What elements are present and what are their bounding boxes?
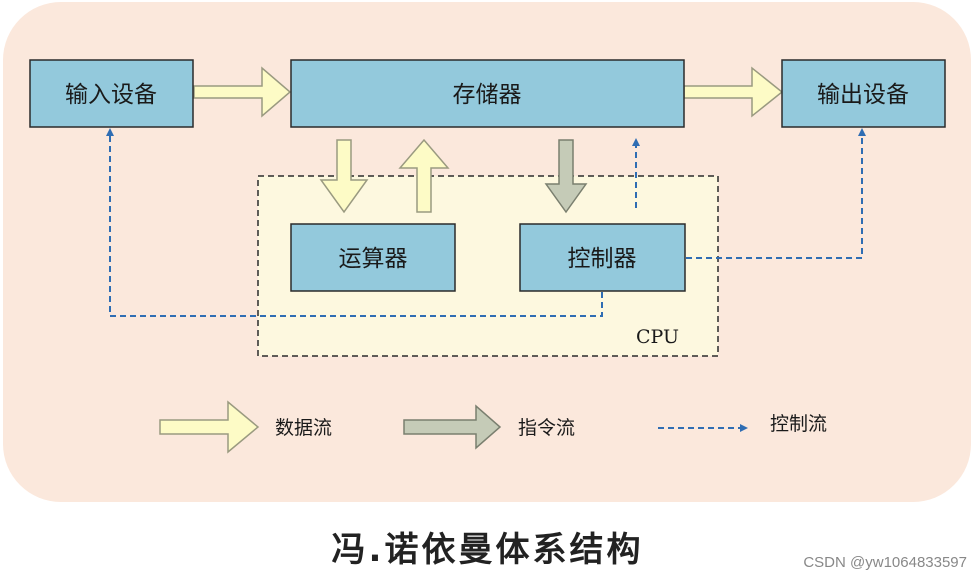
watermark: CSDN @yw1064833597 <box>803 554 967 571</box>
input-device-label: 输入设备 <box>65 82 157 108</box>
data-arrow-alu-to-memory <box>398 138 450 213</box>
memory-box: 存储器 <box>290 59 685 128</box>
instruction-arrow-memory-to-controller <box>544 139 588 214</box>
legend-data-arrow <box>159 400 260 454</box>
legend-instruction-arrow <box>403 404 502 450</box>
diagram-caption: 冯.诺依曼体系结构 <box>331 530 644 570</box>
output-device-label: 输出设备 <box>817 82 909 108</box>
data-arrow-memory-to-alu <box>319 139 369 214</box>
legend-control-label: 控制流 <box>770 413 827 435</box>
controller-box: 控制器 <box>519 223 686 292</box>
input-device-box: 输入设备 <box>29 59 194 128</box>
memory-label: 存储器 <box>453 82 522 108</box>
control-line-controller-to-output <box>686 128 866 259</box>
output-device-box: 输出设备 <box>781 59 946 128</box>
data-arrow-input-to-memory <box>193 66 292 118</box>
cpu-label: CPU <box>636 326 679 348</box>
alu-box: 运算器 <box>290 223 456 292</box>
controller-label: 控制器 <box>568 246 637 272</box>
legend-data-label: 数据流 <box>275 417 332 439</box>
data-arrow-memory-to-output <box>683 66 784 118</box>
alu-label: 运算器 <box>339 246 408 272</box>
control-line-controller-to-input <box>106 128 603 317</box>
legend-instruction-label: 指令流 <box>518 417 575 439</box>
von-neumann-diagram: CPU 输入设备 存储器 输出设备 运算器 控制器 <box>3 2 971 502</box>
